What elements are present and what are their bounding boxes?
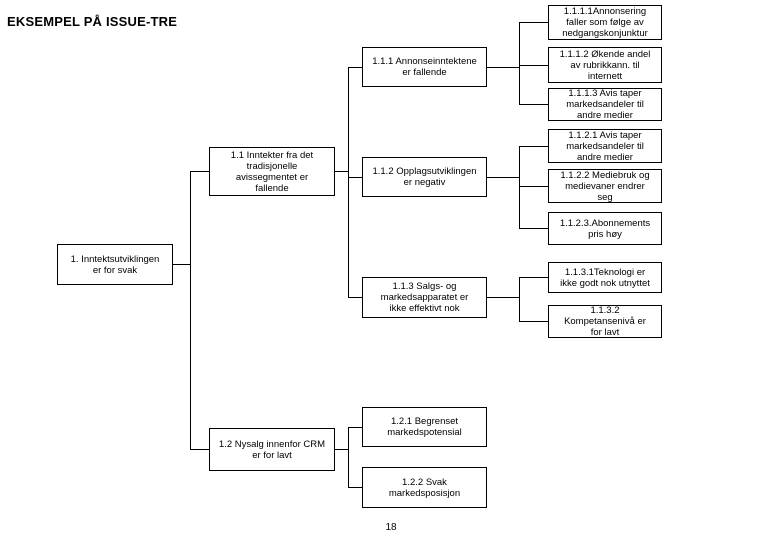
node-1-1-2-1: 1.1.2.1 Avis taper markedsandeler til an… [548,129,662,163]
node-1-2-2: 1.2.2 Svak markedsposisjon [362,467,487,508]
connector-line [519,22,520,105]
node-1-1-2-2: 1.1.2.2 Mediebruk og medievaner endrer s… [548,169,662,203]
connector-line [348,427,349,488]
page-number: 18 [385,522,397,533]
connector-line [519,228,548,229]
connector-line [190,171,191,450]
connector-line [519,22,548,23]
node-1-1-3-2: 1.1.3.2 Kompetansenivå er for lavt [548,305,662,338]
connector-line [487,177,519,178]
node-1-1-2: 1.1.2 Opplagsutviklingen er negativ [362,157,487,197]
connector-line [173,264,190,265]
node-1-1: 1.1 Inntekter fra det tradisjonelle avis… [209,147,335,196]
connector-line [348,427,362,428]
connector-line [348,67,362,68]
connector-line [348,487,362,488]
connector-line [519,186,548,187]
connector-line [190,449,209,450]
node-1-1-1-1: 1.1.1.1Annonsering faller som følge av n… [548,5,662,40]
node-1-1-3: 1.1.3 Salgs- og markedsapparatet er ikke… [362,277,487,318]
connector-line [335,449,348,450]
slide-title: EKSEMPEL PÅ ISSUE-TRE [7,14,178,29]
connector-line [519,104,548,105]
node-1-1-1: 1.1.1 Annonseinntektene er fallende [362,47,487,87]
node-1-1-1-2: 1.1.1.2 Økende andel av rubrikkann. til … [548,47,662,83]
connector-line [519,277,520,322]
connector-line [519,146,520,229]
connector-line [519,65,548,66]
connector-line [348,297,362,298]
connector-line [487,67,519,68]
connector-line [348,177,362,178]
connector-line [190,171,209,172]
node-1: 1. Inntektsutviklingen er for svak [57,244,173,285]
connector-line [519,321,548,322]
node-1-2-1: 1.2.1 Begrenset markedspotensial [362,407,487,447]
node-1-1-1-3: 1.1.1.3 Avis taper markedsandeler til an… [548,88,662,121]
connector-line [348,67,349,298]
connector-line [487,297,519,298]
node-1-2: 1.2 Nysalg innenfor CRM er for lavt [209,428,335,471]
node-1-1-3-1: 1.1.3.1Teknologi er ikke godt nok utnytt… [548,262,662,293]
node-1-1-2-3: 1.1.2.3.Abonnements pris høy [548,212,662,245]
connector-line [335,171,348,172]
connector-line [519,146,548,147]
connector-line [519,277,548,278]
